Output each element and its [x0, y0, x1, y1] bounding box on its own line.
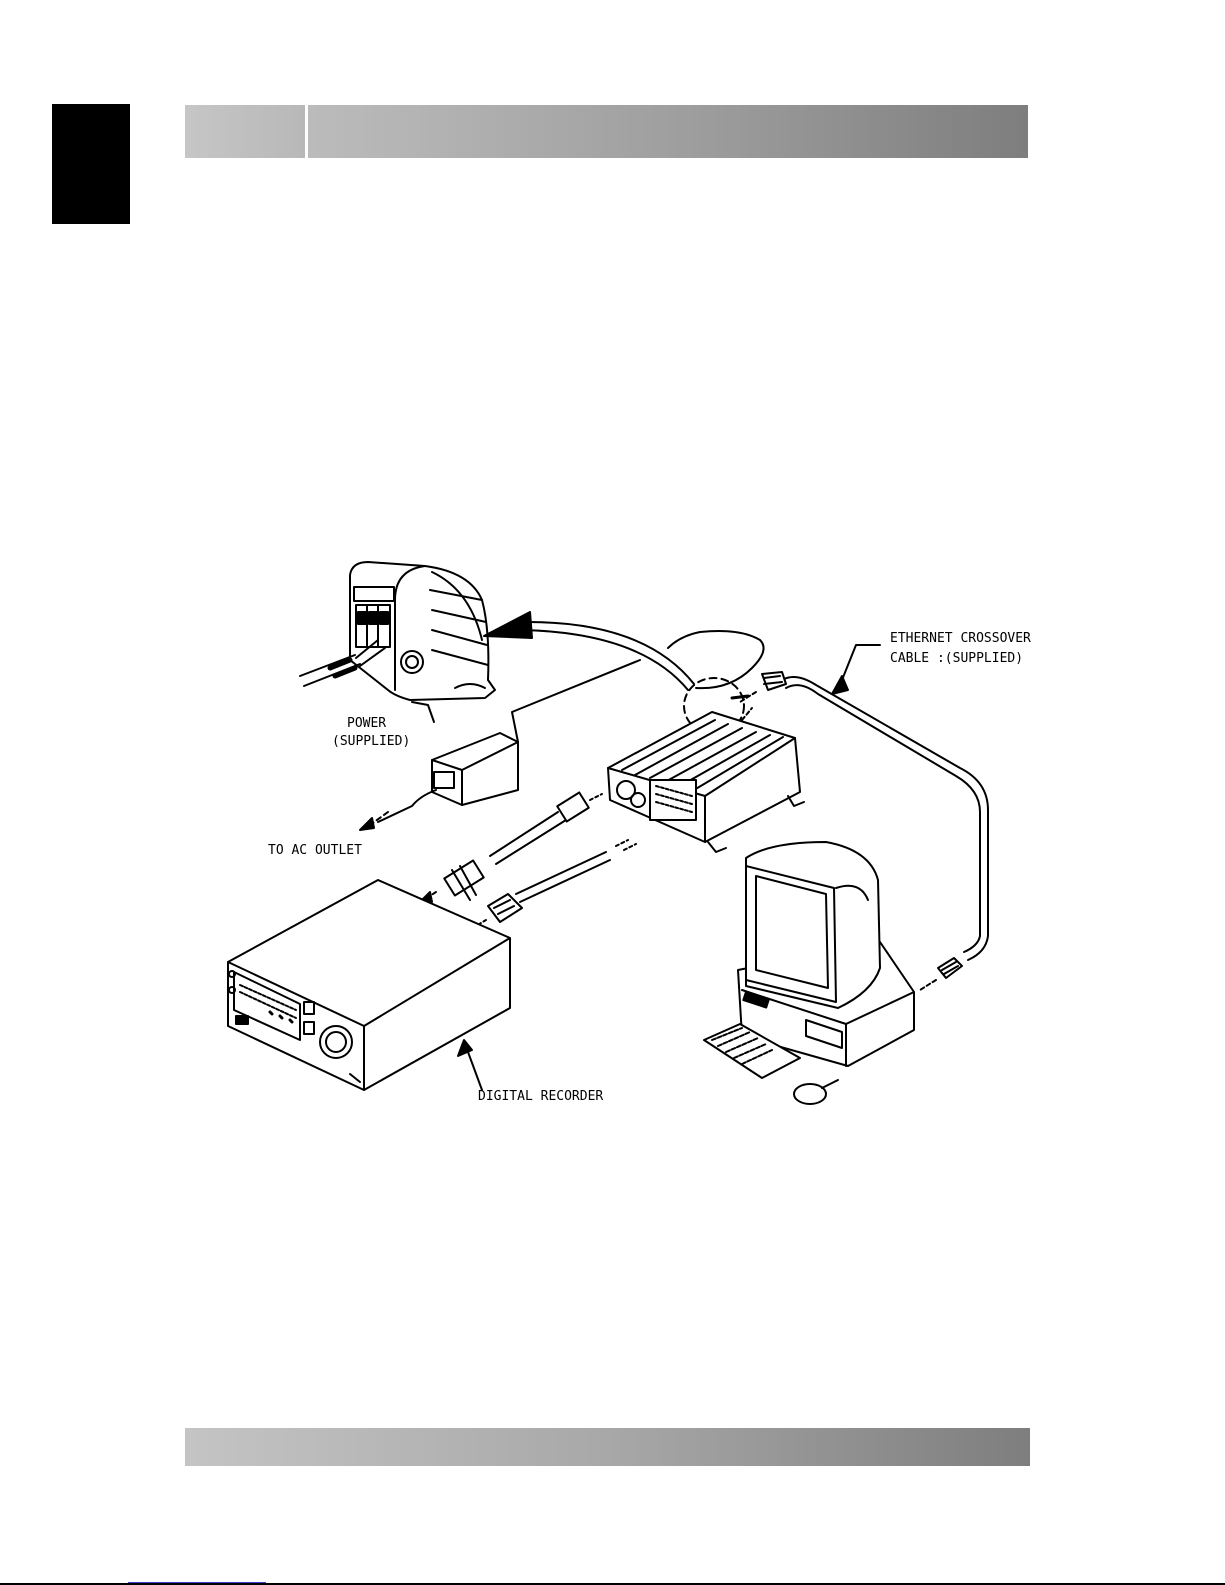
computer-workstation	[704, 842, 914, 1104]
label-ethernet-line2: CABLE :(SUPPLIED)	[890, 651, 1023, 666]
power-supply	[378, 660, 640, 822]
page-footer-bar	[185, 1428, 1030, 1466]
serial-cable	[476, 840, 636, 926]
power-leader-line	[412, 702, 434, 722]
digital-recorder	[228, 880, 510, 1090]
zoom-arrow	[484, 612, 694, 690]
label-power-line2: (SUPPLIED)	[332, 734, 410, 749]
video-encoder-unit	[608, 712, 804, 852]
label-power-line1: POWER	[347, 716, 386, 731]
bnc-video-cable	[420, 792, 602, 902]
power-cable	[668, 631, 764, 688]
label-ethernet-line1: ETHERNET CROSSOVER	[890, 631, 1031, 646]
power-connector-closeup	[300, 562, 495, 700]
label-ac-outlet: TO AC OUTLET	[268, 843, 362, 858]
label-digital-recorder: DIGITAL RECORDER	[478, 1089, 603, 1104]
